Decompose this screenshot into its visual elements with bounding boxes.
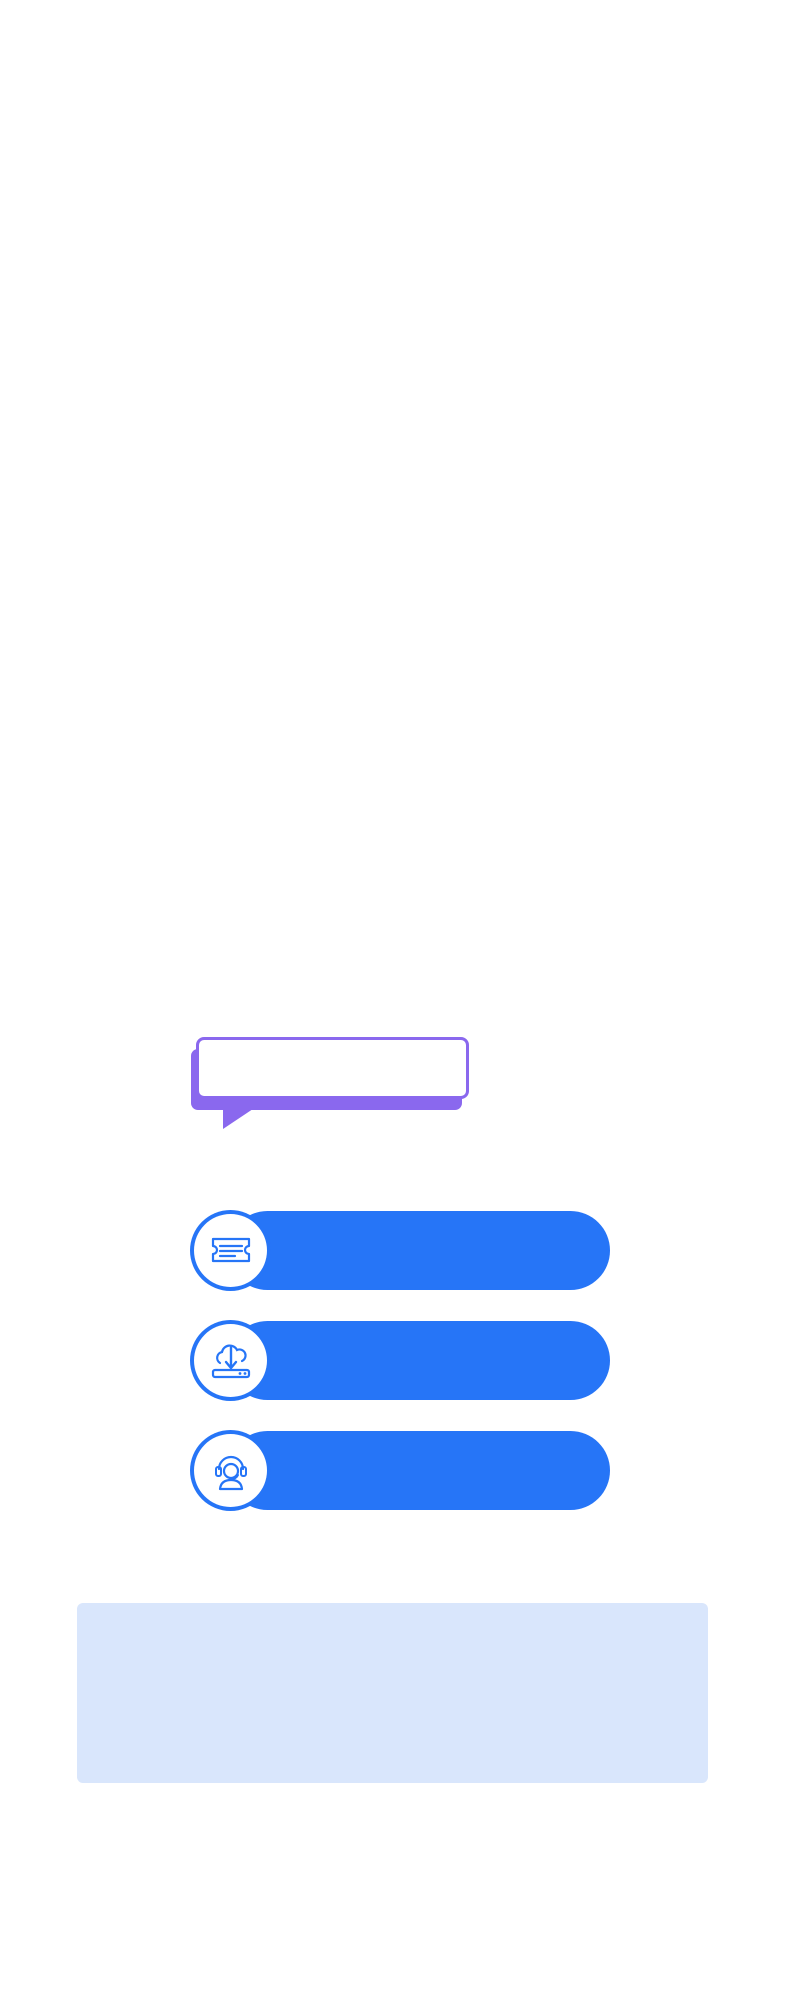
action-button-support-label[interactable] xyxy=(228,1431,610,1510)
speech-bubble-tail xyxy=(223,1107,256,1129)
info-panel xyxy=(77,1603,708,1783)
speech-bubble-text xyxy=(196,1037,469,1099)
action-button-download-label[interactable] xyxy=(228,1321,610,1400)
action-button-ticket-icon-wrap[interactable] xyxy=(190,1210,271,1291)
ticket-icon xyxy=(211,1237,250,1262)
action-button-ticket[interactable] xyxy=(190,1210,610,1291)
action-button-ticket-label[interactable] xyxy=(228,1211,610,1290)
support-agent-icon xyxy=(214,1455,247,1490)
speech-bubble xyxy=(188,1037,478,1133)
action-button-support[interactable] xyxy=(190,1430,610,1511)
cloud-download-icon xyxy=(211,1343,250,1378)
action-button-download[interactable] xyxy=(190,1320,610,1401)
action-button-support-icon-wrap[interactable] xyxy=(190,1430,271,1511)
action-button-download-icon-wrap[interactable] xyxy=(190,1320,271,1401)
